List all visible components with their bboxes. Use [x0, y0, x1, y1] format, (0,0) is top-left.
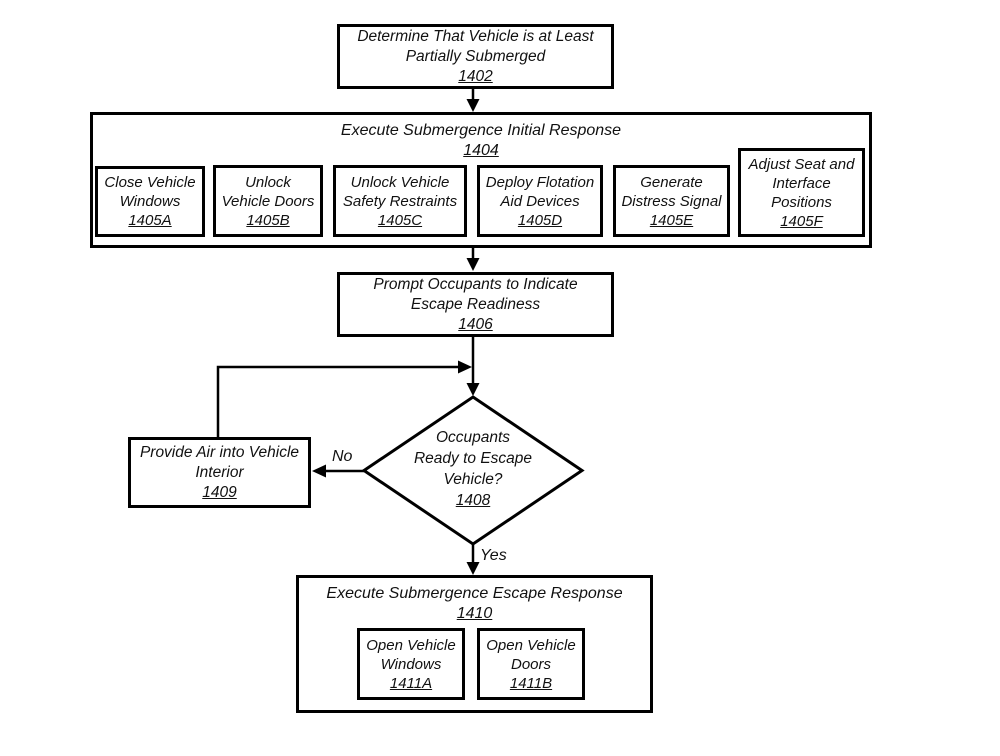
node-text: Close Vehicle: [104, 174, 196, 191]
group-ref: 1410: [456, 605, 493, 622]
node-ref: 1405A: [128, 212, 172, 229]
decision-text-1408: Occupants Ready to Escape Vehicle? 1408: [373, 427, 573, 511]
node-ref: 1405E: [649, 211, 694, 229]
node-ref: 1405B: [246, 211, 290, 229]
node-ref: 1402: [458, 67, 493, 85]
node-text: Safety Restraints: [342, 192, 458, 210]
arrow-1406-1408-head: [466, 383, 480, 396]
node-open-doors: Open Vehicle Doors 1411B: [477, 628, 585, 700]
node-deploy-flotation: Deploy Flotation Aid Devices 1405D: [477, 165, 603, 237]
node-text: Open Vehicle: [366, 636, 456, 654]
node-text: Determine That Vehicle is at Least: [357, 27, 594, 45]
node-ref: 1411A: [389, 674, 433, 692]
node-text: Unlock: [245, 173, 291, 191]
node-text: Windows: [380, 655, 442, 673]
node-ref: 1409: [202, 483, 237, 501]
node-determine-submerged: Determine That Vehicle is at Least Parti…: [337, 24, 614, 89]
group-title: Execute Submergence Escape Response: [326, 585, 623, 602]
node-open-windows: Open Vehicle Windows 1411A: [357, 628, 465, 700]
node-distress-signal: Generate Distress Signal 1405E: [613, 165, 730, 237]
node-text: Windows: [119, 193, 181, 210]
node-text: Doors: [510, 655, 551, 673]
loop-1409-return-line: [216, 365, 459, 437]
node-text: Generate: [640, 173, 703, 191]
loop-1409-return-head: [458, 360, 472, 374]
node-text: Vehicle Doors: [221, 192, 315, 210]
node-text: Provide Air into Vehicle: [139, 443, 300, 461]
node-text: Vehicle?: [443, 471, 503, 488]
node-text: Open Vehicle: [486, 636, 576, 654]
node-text: Aid Devices: [500, 192, 580, 210]
node-adjust-seat: Adjust Seat and Interface Positions 1405…: [738, 148, 865, 237]
node-text: Adjust Seat and: [748, 155, 855, 173]
node-ref: 1408: [455, 492, 491, 509]
node-ref: 1406: [458, 315, 493, 333]
node-text: Positions: [771, 193, 832, 211]
decision-diamond-1408: [361, 395, 585, 546]
node-ref: 1405D: [517, 211, 563, 229]
node-ref: 1411B: [509, 674, 553, 692]
node-text: Partially Submerged: [405, 47, 546, 65]
node-provide-air: Provide Air into Vehicle Interior 1409: [128, 437, 311, 508]
node-text: Ready to Escape: [413, 450, 533, 467]
arrow-yes-head: [466, 562, 480, 575]
node-text: Interior: [195, 463, 244, 481]
node-ref: 1405F: [780, 212, 823, 230]
edge-label-yes: Yes: [480, 547, 507, 564]
node-text: Escape Readiness: [410, 295, 541, 313]
node-close-windows: Close Vehicle Windows 1405A: [95, 166, 205, 237]
node-text: Distress Signal: [621, 192, 722, 210]
group-ref: 1404: [463, 142, 499, 159]
arrow-1404-1406-head: [466, 258, 480, 271]
group-title: Execute Submergence Initial Response: [340, 122, 622, 139]
node-prompt-occupants: Prompt Occupants to Indicate Escape Read…: [337, 272, 614, 337]
node-initial-response-group: Execute Submergence Initial Response 140…: [90, 112, 872, 248]
node-text: Deploy Flotation: [485, 173, 595, 191]
arrow-no-head: [312, 464, 326, 478]
node-escape-response-group: Execute Submergence Escape Response 1410…: [296, 575, 653, 713]
node-ref: 1405C: [377, 211, 423, 229]
node-text: Occupants: [435, 429, 511, 446]
arrow-1402-1404-head: [466, 99, 480, 112]
node-text: Unlock Vehicle: [350, 173, 450, 191]
node-unlock-restraints: Unlock Vehicle Safety Restraints 1405C: [333, 165, 467, 237]
node-unlock-doors: Unlock Vehicle Doors 1405B: [213, 165, 323, 237]
edge-label-no: No: [332, 448, 353, 465]
node-text: Interface: [772, 174, 831, 192]
node-text: Prompt Occupants to Indicate: [373, 275, 578, 293]
